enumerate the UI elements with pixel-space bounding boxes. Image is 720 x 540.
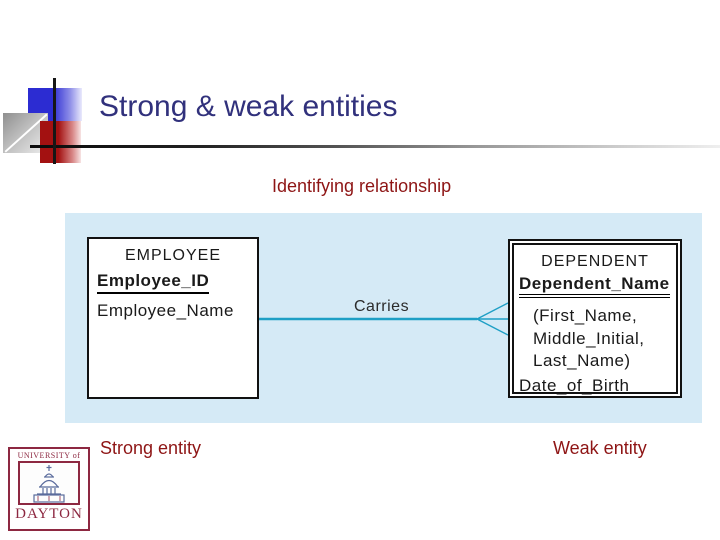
- page-title: Strong & weak entities: [99, 90, 398, 123]
- strong-entity-attribute: Employee_Name: [97, 301, 234, 320]
- composite-part: Last_Name): [533, 351, 631, 370]
- strong-entity-box: EMPLOYEE Employee_ID Employee_Name: [87, 237, 259, 399]
- diagram-subtitle: Identifying relationship: [272, 176, 452, 196]
- weak-entity-attribute: Date_of_Birth: [519, 375, 630, 395]
- decor-vertical-rule: [53, 78, 56, 164]
- weak-entity-composite-parts: (First_Name, Middle_Initial, Last_Name): [533, 305, 676, 373]
- logo-dayton-text: DAYTON: [15, 506, 83, 522]
- decor-horizontal-rule: [30, 145, 720, 148]
- crows-foot-many-icon: [476, 302, 508, 336]
- strong-entity-name: EMPLOYEE: [124, 247, 222, 264]
- logo-university-text: UNIVERSITY of: [17, 451, 81, 460]
- strong-entity-key-attribute: Employee_ID: [97, 271, 210, 294]
- decor-red-square: [40, 121, 81, 163]
- chapel-dome-icon: [18, 461, 80, 505]
- university-of-dayton-logo: UNIVERSITY of: [8, 447, 90, 531]
- relationship-connector: [259, 302, 508, 336]
- weak-entity-inner-border: DEPENDENT Dependent_Name (First_Name, Mi…: [512, 243, 678, 395]
- weak-entity-name: DEPENDENT: [541, 253, 649, 270]
- weak-entity-box: DEPENDENT Dependent_Name (First_Name, Mi…: [508, 239, 682, 398]
- weak-entity-partial-key: Dependent_Name: [519, 274, 670, 298]
- composite-part: (First_Name,: [533, 306, 638, 325]
- strong-entity-caption: Strong entity: [100, 438, 202, 458]
- relationship-label: Carries: [354, 298, 410, 315]
- weak-entity-caption: Weak entity: [553, 438, 647, 458]
- composite-part: Middle_Initial,: [533, 328, 645, 348]
